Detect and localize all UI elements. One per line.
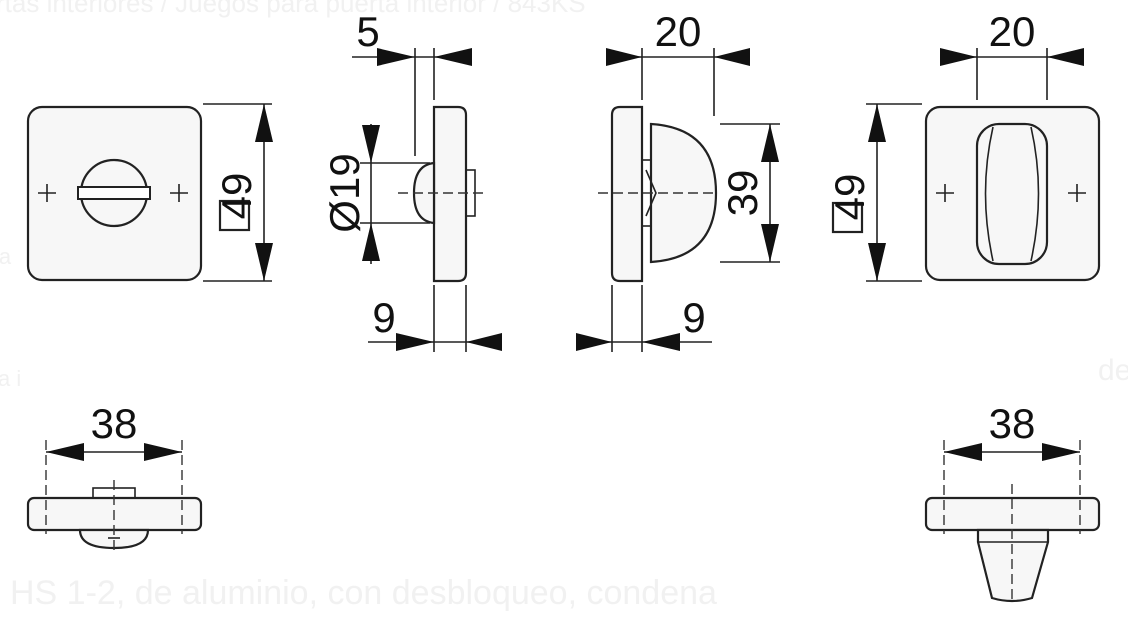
dim-label-diameter: Ø19	[321, 153, 368, 232]
thumbturn-grip	[975, 122, 1049, 266]
front-view-thumbturn-rosette: 20 49	[826, 8, 1101, 282]
background-side-text-1: la	[0, 244, 12, 269]
rosette-plate-side	[432, 105, 468, 283]
arrow-head	[868, 104, 886, 142]
background-caption: HS 1-2, de aluminio, con desbloqueo, con…	[10, 574, 717, 612]
dim-label-square-left: 49	[213, 173, 260, 220]
arrow-head	[46, 443, 84, 461]
arrow-head	[761, 124, 779, 162]
background-breadcrumb: rtas interiores / Juegos para puerta int…	[0, 0, 586, 18]
bottom-view-key-rosette: 38	[26, 400, 203, 550]
dim-label-depth-left: 9	[372, 294, 395, 341]
dim-label-square-right: 49	[826, 174, 873, 221]
background-side-text-3: de	[1098, 354, 1128, 387]
dim-label-width-side-right: 20	[655, 8, 702, 55]
side-view-thumbturn-rosette: 20 39 9	[576, 8, 780, 352]
side-view-key-rosette: 5 Ø19 9	[321, 8, 502, 352]
dim-label-width-thumbturn: 20	[989, 8, 1036, 55]
bottom-view-thumbturn-rosette: 38	[924, 400, 1101, 604]
arrow-head	[714, 48, 750, 66]
arrow-head	[255, 243, 273, 281]
arrow-head	[576, 333, 612, 351]
square-symbol-icon	[831, 201, 864, 234]
arrow-head	[940, 48, 977, 66]
arrow-head	[144, 443, 182, 461]
square-symbol-icon	[218, 199, 251, 232]
dim-label-height-knob: 39	[719, 170, 766, 217]
arrow-head	[642, 333, 680, 351]
thumbturn-grip-curve-right	[1030, 126, 1040, 262]
thumbturn-knob-side	[649, 122, 718, 264]
arrow-head	[396, 333, 434, 351]
dim-label-bottom-right: 38	[989, 400, 1036, 447]
arrow-head	[761, 224, 779, 262]
arrow-head	[868, 243, 886, 281]
thumbturn-detail	[645, 169, 657, 217]
arrow-head	[362, 223, 380, 261]
background-side-text-2: a i	[0, 366, 22, 391]
dim-label-bottom-left: 38	[91, 400, 138, 447]
arrow-head	[377, 48, 415, 66]
thumbturn-grip-curve-left	[984, 126, 994, 262]
arrow-head	[1042, 443, 1080, 461]
arrow-head	[466, 333, 502, 351]
arrow-head	[362, 125, 380, 163]
arrow-head	[606, 48, 642, 66]
arrow-head	[944, 443, 982, 461]
thumbturn-bottom	[976, 528, 1050, 603]
arrow-head	[434, 48, 472, 66]
arrow-head	[255, 104, 273, 142]
arrow-head	[1047, 48, 1084, 66]
front-view-key-rosette: 49	[26, 103, 273, 282]
rosette-plate-side-right	[610, 105, 644, 283]
dim-label-depth-right: 9	[682, 294, 705, 341]
key-slot	[77, 186, 151, 200]
dim-label-thickness-top: 5	[356, 8, 379, 55]
